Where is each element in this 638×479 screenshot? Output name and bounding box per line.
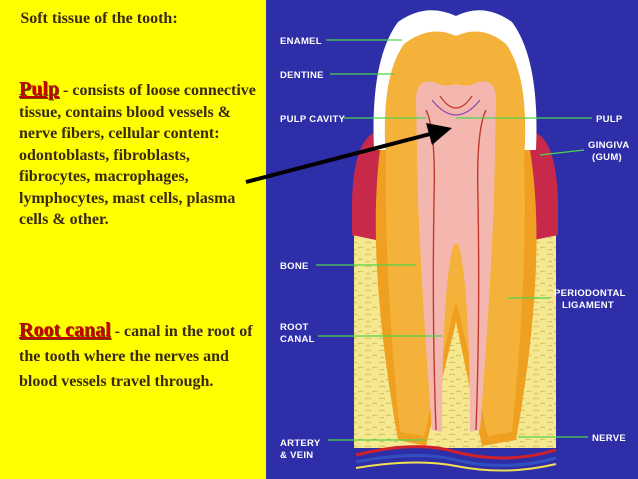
label-artery: ARTERY	[280, 438, 321, 449]
label-periodontal: PERIODONTAL	[554, 288, 626, 299]
root-canal-term: Root canal	[19, 319, 111, 341]
leader-lines	[316, 39, 592, 441]
panel-heading: Soft tissue of the tooth:	[20, 10, 178, 27]
pulp-description: Pulp - consists of loose connective tiss…	[19, 78, 259, 231]
label-pulp: PULP	[596, 114, 623, 125]
root-canal-definition: - canal in the root of the tooth where t…	[19, 323, 253, 390]
text-panel: Soft tissue of the tooth: Pulp - consist…	[0, 0, 265, 479]
label-root: ROOT	[280, 322, 309, 333]
label-dentine: DENTINE	[280, 70, 324, 81]
tooth-diagram: ENAMEL DENTINE PULP CAVITY PULP GINGIVA …	[266, 0, 638, 479]
root-canal-description: Root canal - canal in the root of the to…	[19, 318, 259, 394]
label-gum: (GUM)	[592, 152, 622, 163]
pulp-term: Pulp	[19, 78, 60, 100]
label-canal: CANAL	[280, 334, 315, 345]
label-gingiva: GINGIVA	[588, 140, 630, 151]
pulp-definition: - consists of loose connective tissue, c…	[19, 82, 256, 228]
label-ligament: LIGAMENT	[562, 300, 614, 311]
label-nerve: NERVE	[592, 433, 626, 444]
pulp-cavity	[416, 81, 496, 432]
tooth-illustration: ENAMEL DENTINE PULP CAVITY PULP GINGIVA …	[280, 10, 630, 472]
label-vein: & VEIN	[280, 450, 313, 461]
label-bone: BONE	[280, 261, 309, 272]
label-pulp-cavity: PULP CAVITY	[280, 114, 346, 125]
label-enamel: ENAMEL	[280, 36, 322, 47]
